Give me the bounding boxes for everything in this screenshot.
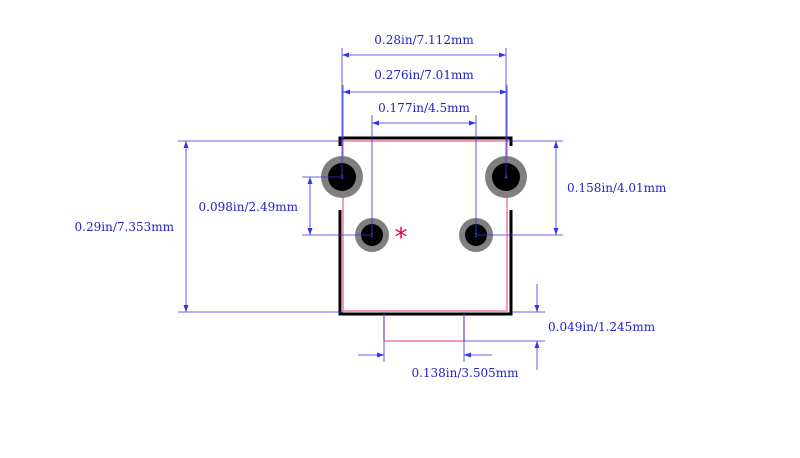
pad-number: 2 [474,233,477,239]
pin1-marker: * [395,223,408,253]
dimension-bottom-offset: 0.049in/1.245mm [464,284,656,370]
dimension-label: 0.28in/7.112mm [374,33,474,47]
dimension-label: 0.049in/1.245mm [548,320,656,334]
pad-number: 4 [504,175,507,181]
courtyard-rect [342,140,508,312]
dimension-total-height: 0.29in/7.353mm [75,140,343,313]
outline-top [338,136,513,146]
dimension-label: 0.098in/2.49mm [199,200,299,214]
dimension-label: 0.158in/4.01mm [567,181,667,195]
pad-number: 1 [370,233,373,239]
dimension-label: 0.29in/7.353mm [75,220,175,234]
component-outline [338,136,513,316]
dimension-label: 0.138in/3.505mm [411,366,519,380]
dimension-right-spacing: 0.158in/4.01mm [476,140,667,236]
pad-number: 3 [340,175,343,181]
dimension-row-spacing: 0.098in/2.49mm [199,176,372,236]
dimension-bottom-width: 0.138in/3.505mm [358,314,519,380]
dimension-label: 0.276in/7.01mm [374,68,474,82]
dimension-total-width: 0.28in/7.112mm [341,33,507,177]
dimension-body-width: 0.276in/7.01mm [342,68,508,141]
dimension-label: 0.177in/4.5mm [378,101,470,115]
bottom-tab [383,314,465,342]
outline-bottom [338,210,513,316]
dimension-inner-pitch: 0.177in/4.5mm [371,101,477,235]
